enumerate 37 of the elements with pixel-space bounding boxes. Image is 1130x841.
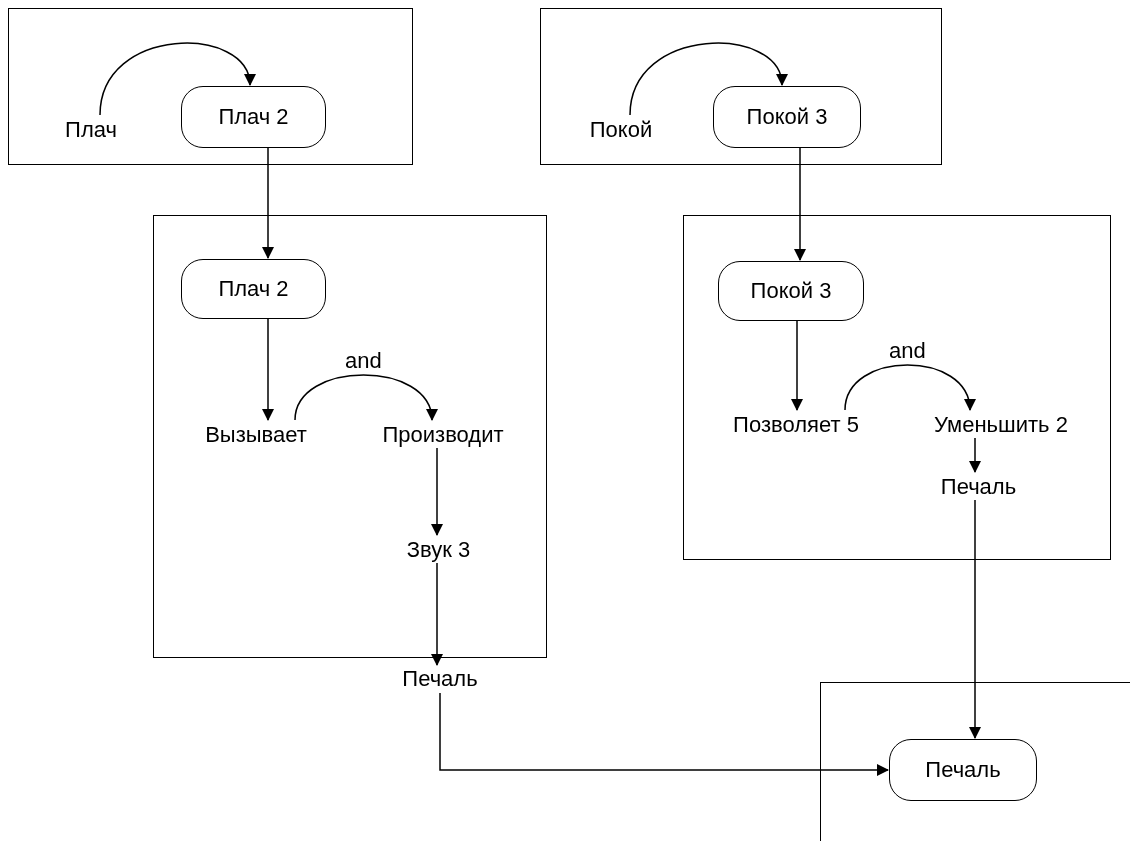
arrow — [969, 499, 981, 739]
rounded-box — [718, 261, 864, 321]
arrow — [294, 374, 436, 421]
group-frame — [540, 8, 942, 165]
node-label: Уменьшить 2 — [906, 411, 1096, 439]
arrow — [431, 447, 443, 536]
rounded-box — [713, 86, 861, 148]
group-frame — [683, 215, 1111, 560]
rounded-box — [181, 259, 326, 319]
rounded-box — [181, 86, 326, 148]
group-frame — [820, 682, 1130, 841]
arrow — [99, 42, 254, 116]
arrow — [844, 364, 974, 411]
node-label: Производит — [363, 421, 523, 449]
node-label: Покой 3 — [750, 278, 832, 304]
arrow — [262, 317, 274, 421]
node-label: Печаль — [926, 473, 1031, 501]
node-label: Плач — [51, 116, 131, 144]
arrow — [262, 146, 274, 259]
arrow — [791, 319, 803, 411]
arrow — [969, 437, 981, 473]
arrow — [794, 146, 806, 261]
group-frame — [153, 215, 547, 658]
node-label: Звук 3 — [391, 536, 486, 564]
node-label: Плач 2 — [218, 276, 289, 302]
node-label: Печаль — [385, 665, 495, 693]
node-label: Печаль — [925, 757, 1001, 783]
node-label: Позволяет 5 — [706, 411, 886, 439]
rounded-box — [889, 739, 1037, 801]
node-label: Вызывает — [186, 421, 326, 449]
node-label: Покой 3 — [746, 104, 828, 130]
node-label: Покой — [576, 116, 666, 144]
arrow — [439, 692, 889, 776]
group-frame — [8, 8, 413, 165]
arrow — [629, 42, 786, 116]
node-label: Плач 2 — [218, 104, 289, 130]
arrow — [431, 562, 443, 666]
